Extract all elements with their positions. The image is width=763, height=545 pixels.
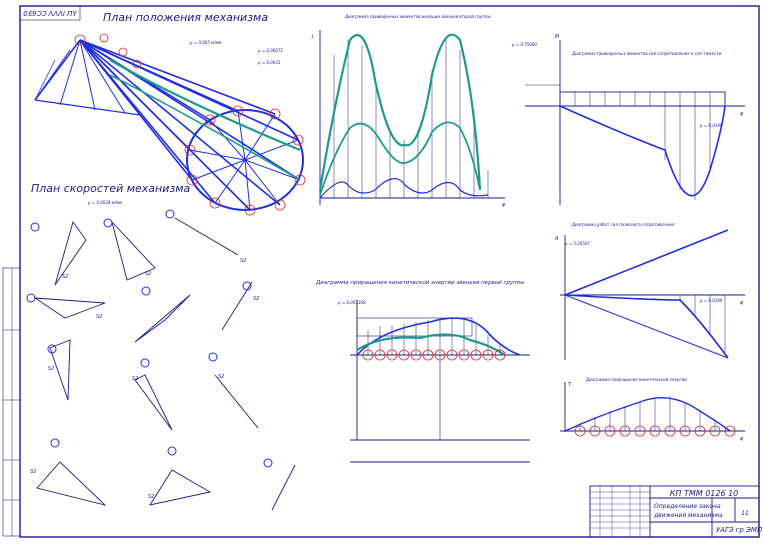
svg-text:S2: S2 — [132, 376, 138, 382]
side-stamp — [2, 267, 21, 537]
kinetic-diagram — [350, 300, 530, 463]
corner-code: 0Ɛ9ƆƆ ΛΛΛΙ ΠΥ — [23, 10, 77, 18]
svg-text:S2: S2 — [145, 271, 151, 277]
svg-text:S2: S2 — [48, 366, 54, 372]
svg-text:J: J — [311, 34, 314, 40]
svg-text:φ: φ — [740, 300, 744, 306]
velocity-scale: μ = 0,0034 м/мм — [87, 200, 122, 205]
resist-title: Диаграмма приведенных моментов сил сопро… — [571, 51, 722, 56]
svg-text:S2: S2 — [218, 374, 224, 380]
stamp-sheet: 11 — [741, 510, 749, 517]
stamp-code: КП ТММ 0126 10 — [670, 489, 739, 498]
corner-code-box — [19, 5, 81, 21]
kinetic2-diagram: T φ — [560, 382, 745, 442]
velocity-plans — [33, 217, 296, 511]
kinetic-title: Диаграмма приращения кинетической энерги… — [315, 280, 525, 286]
svg-text:S2: S2 — [240, 258, 246, 264]
moments-scale-1: μ = 0,00072 — [257, 48, 283, 53]
mechanism-scale: μ = 0,005 м/мм — [189, 40, 222, 45]
mechanism-title: План положения механизма — [103, 11, 268, 24]
svg-text:S2: S2 — [148, 494, 154, 500]
mechanism-plan — [34, 39, 304, 211]
work-diagram: A φ — [554, 229, 745, 360]
velocity-labels: S2 S2 S2 S2 S2 S2 S2 S2 S2 S2 — [30, 258, 259, 500]
svg-text:S2: S2 — [30, 469, 36, 475]
velocity-title: План скоростей механизма — [31, 182, 191, 195]
svg-text:S2: S2 — [96, 314, 102, 320]
svg-text:S2: S2 — [62, 274, 68, 280]
work-title: Диаграмма работ сил полезного сопротивле… — [571, 222, 675, 227]
svg-text:φ: φ — [740, 436, 744, 442]
title-block — [589, 485, 760, 538]
moments-diagram: J φ — [311, 30, 506, 208]
svg-text:φ: φ — [740, 111, 744, 117]
resist-diagram: M φ — [525, 34, 745, 205]
resist-scale-1: μ = 0,75000 — [511, 42, 537, 47]
resist-scale-2: μ = 0,0349 — [699, 123, 723, 128]
kinetic-markers — [362, 349, 506, 361]
velocity-numbers — [26, 209, 273, 468]
stamp-org: УАГЗ гр ЭМП — [716, 526, 763, 534]
stamp-line-1: Определение закона — [654, 503, 721, 510]
svg-text:S2: S2 — [253, 296, 259, 302]
svg-text:φ: φ — [502, 202, 506, 208]
svg-text:M: M — [555, 34, 560, 40]
kinetic-scale: μ = 0,007368 — [337, 300, 366, 305]
svg-text:T: T — [568, 382, 572, 388]
kinetic2-title: Диаграмма приращения кинетической энерги… — [585, 377, 687, 382]
joint-markers — [74, 33, 306, 216]
svg-text:A: A — [554, 236, 559, 242]
work-scale-1: μ = 5,28507 — [564, 241, 590, 246]
moments-title: Диаграмма приведенных моментов инерции з… — [344, 14, 491, 19]
moments-scale-2: μ = 0,0033 — [257, 60, 281, 65]
work-scale-2: μ = 0,0349 — [699, 298, 723, 303]
stamp-line-2: движения механизма — [653, 512, 723, 519]
kinetic2-markers — [574, 425, 736, 437]
